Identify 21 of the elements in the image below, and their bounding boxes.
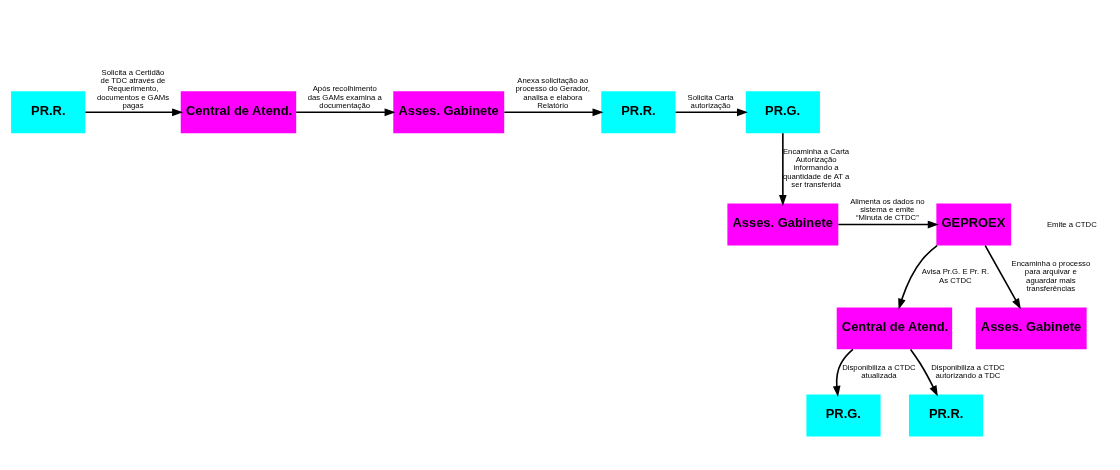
- arrow: [909, 348, 938, 397]
- node-box: Asses. Gabinete: [393, 90, 505, 133]
- node-box: Asses. Gabinete: [727, 203, 839, 245]
- arrow: [84, 107, 184, 116]
- arrow: [984, 244, 1021, 309]
- arrow: [779, 132, 787, 206]
- arrow: [295, 107, 396, 116]
- arrow: [837, 220, 939, 228]
- node-box: Central de Atend.: [836, 306, 953, 349]
- arrow: [832, 348, 854, 397]
- arrow: [503, 107, 604, 116]
- arrow: [674, 107, 748, 116]
- arrow: [898, 244, 938, 310]
- node-box: GEPROEX: [936, 203, 1012, 245]
- node-box: PR.R.: [908, 394, 984, 436]
- node-box: PR.R.: [11, 90, 86, 133]
- node-box: Asses. Gabinete: [975, 306, 1087, 349]
- node-box: PR.G.: [745, 90, 820, 133]
- node-box: PR.G.: [806, 394, 881, 436]
- node-box: Central de Atend.: [180, 90, 297, 133]
- node-box: PR.R.: [601, 90, 676, 133]
